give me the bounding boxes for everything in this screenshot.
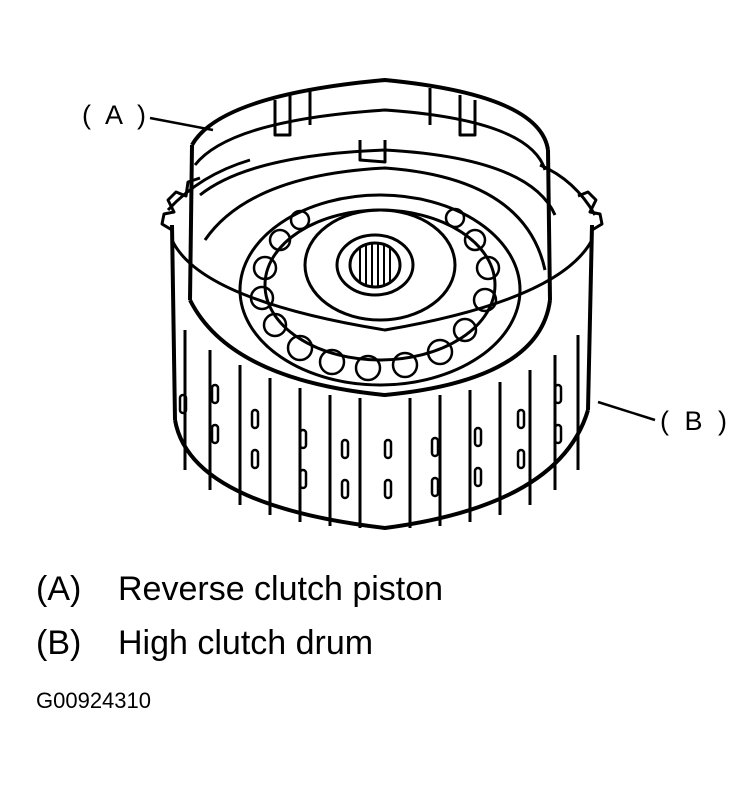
leader-line-a	[149, 116, 214, 132]
callout-label-b: ( B )	[660, 406, 731, 436]
callout-label-a: ( A )	[82, 100, 151, 130]
legend-row-a: (A) Reverse clutch piston	[36, 570, 443, 609]
legend-key-a: (A)	[36, 570, 82, 608]
clutch-assembly-illustration	[149, 78, 656, 530]
figure-code: G00924310	[36, 688, 151, 713]
high-clutch-drum	[160, 158, 604, 530]
legend-label-b: High clutch drum	[118, 624, 374, 662]
reverse-clutch-piston	[188, 78, 557, 397]
legend-key-b: (B)	[36, 624, 82, 662]
inner-hub	[238, 193, 522, 387]
legend-label-a: Reverse clutch piston	[118, 570, 444, 608]
legend-row-b: (B) High clutch drum	[36, 624, 373, 663]
leader-line-b	[597, 400, 656, 422]
